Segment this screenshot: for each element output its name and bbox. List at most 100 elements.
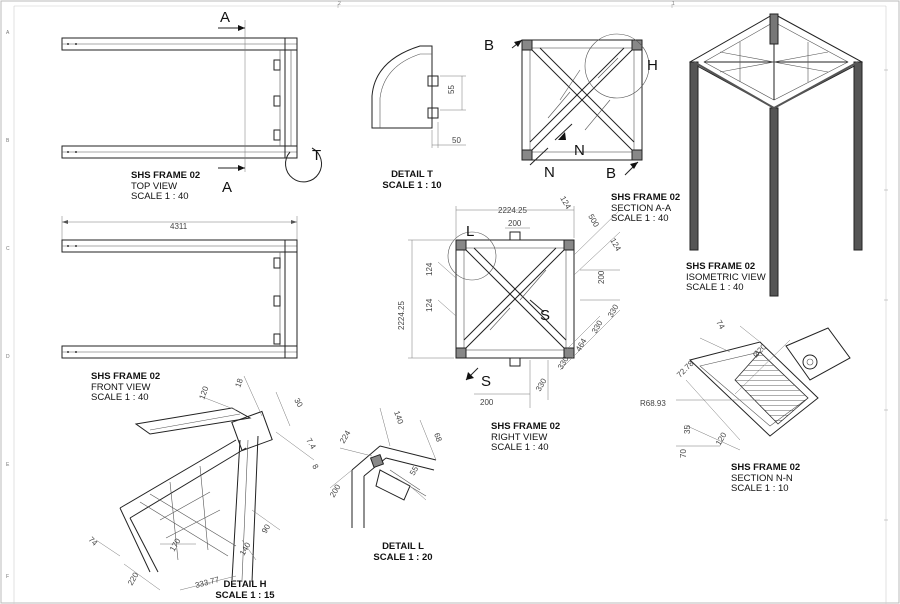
nn-dim-120: 120 (714, 430, 729, 447)
detail-h-dim-140: 140 (238, 540, 253, 557)
zone-1: 1 (672, 1, 675, 7)
nn-dim-70: 70 (679, 449, 688, 458)
detail-l-title: DETAIL L (382, 541, 424, 552)
zone-b: B (6, 138, 10, 144)
section-nn-caption: SHS FRAME 02 SECTION N-N SCALE 1 : 10 (731, 462, 801, 495)
right-dim-200-top: 200 (508, 219, 522, 228)
zone-2: 2 (338, 1, 341, 7)
detail-h-dim-8: 8 (310, 463, 320, 472)
section-aa-drawing (511, 33, 650, 176)
right-dim-464: 464 (574, 336, 589, 353)
top-view-scale: SCALE 1 : 40 (131, 191, 189, 202)
zone-a: A (6, 30, 10, 36)
section-nn-drawing (676, 325, 851, 451)
detail-h-dim-170: 170 (168, 536, 183, 553)
right-dim-200-side: 200 (597, 270, 606, 284)
right-dim-124-d: 124 (608, 237, 623, 254)
right-view-scale: SCALE 1 : 40 (491, 442, 549, 453)
detail-h-dim-18: 18 (233, 377, 245, 389)
nn-dim-72-78: 72.78 (675, 359, 696, 380)
detail-h-title: DETAIL H (223, 579, 267, 590)
right-view-height-dim: 2224.25 (397, 301, 406, 330)
front-view-drawing (61, 216, 298, 359)
detail-l-dim-200: 200 (328, 482, 343, 499)
detail-h-callout: H (647, 57, 658, 74)
detail-l-dim-140: 140 (392, 410, 405, 426)
section-s-label-right: S (540, 307, 550, 324)
zone-ticks (337, 4, 888, 521)
front-view-caption: SHS FRAME 02 FRONT VIEW SCALE 1 : 40 (91, 371, 161, 404)
top-view-title: SHS FRAME 02 (131, 170, 201, 181)
right-dim-124-b: 124 (425, 262, 434, 276)
front-view-scale: SCALE 1 : 40 (91, 392, 149, 403)
detail-t-scale: SCALE 1 : 10 (382, 179, 442, 191)
right-dim-330-b: 330 (590, 318, 605, 335)
section-aa-name: SECTION A-A (611, 202, 672, 214)
section-s-label-left: S (481, 373, 491, 390)
nn-dim-r68-93: R68.93 (640, 399, 666, 408)
section-nn-name: SECTION N-N (731, 472, 793, 484)
section-a-label-bottom: A (222, 179, 232, 196)
detail-h-dim-7-4: 7.4 (304, 437, 318, 452)
section-n-label-right: N (574, 142, 585, 159)
right-dim-500: 500 (586, 213, 601, 230)
right-dim-124-c: 124 (425, 298, 434, 312)
right-dim-200-bottom: 200 (480, 398, 494, 407)
section-aa-caption: SHS FRAME 02 SECTION A-A SCALE 1 : 40 (611, 192, 681, 225)
detail-h-caption: DETAIL H SCALE 1 : 15 (210, 579, 280, 601)
detail-h-dim-74: 74 (87, 535, 100, 548)
front-view-name: FRONT VIEW (91, 381, 151, 393)
right-view-width-dim: 2224.25 (498, 206, 527, 215)
nn-dim-dia-20: Ø20 (751, 342, 768, 359)
front-view-title: SHS FRAME 02 (91, 371, 161, 382)
section-b-label-left: B (484, 37, 494, 54)
detail-t-dim-55: 55 (447, 85, 456, 94)
top-view-caption: SHS FRAME 02 TOP VIEW SCALE 1 : 40 (131, 170, 201, 203)
right-view-drawing (408, 206, 621, 408)
section-a-label-top: A (220, 9, 230, 26)
isometric-drawing (688, 13, 864, 297)
nn-dim-35: 35 (683, 425, 692, 434)
section-nn-title: SHS FRAME 02 (731, 462, 801, 473)
nn-dim-74: 74 (714, 319, 727, 332)
detail-h-scale: SCALE 1 : 15 (215, 589, 275, 601)
section-nn-scale: SCALE 1 : 10 (731, 483, 789, 494)
detail-l-drawing (329, 407, 437, 528)
zone-e: E (6, 462, 10, 468)
detail-l-dim-68: 68 (432, 432, 444, 444)
section-aa-title: SHS FRAME 02 (611, 192, 681, 203)
right-dim-330-a: 330 (606, 302, 621, 319)
zone-f: F (6, 574, 9, 580)
section-b-label-right: B (606, 165, 616, 182)
detail-l-callout: L (466, 223, 474, 240)
section-n-label-left: N (544, 164, 555, 181)
detail-t-caption: DETAIL T SCALE 1 : 10 (379, 169, 445, 191)
zone-c: C (6, 246, 10, 252)
front-length-dim: 4311 (170, 222, 188, 231)
right-dim-124-a: 124 (558, 195, 573, 212)
detail-t-title: DETAIL T (391, 169, 433, 180)
top-view-name: TOP VIEW (131, 180, 178, 192)
detail-t-dim-50: 50 (452, 136, 461, 145)
detail-t-drawing (371, 45, 466, 148)
section-aa-scale: SCALE 1 : 40 (611, 213, 669, 224)
detail-l-scale: SCALE 1 : 20 (373, 551, 433, 563)
zone-markers-left: A B C D E F (6, 30, 10, 580)
isometric-title: SHS FRAME 02 (686, 261, 756, 272)
detail-h-dim-120: 120 (197, 385, 210, 401)
isometric-name: ISOMETRIC VIEW (686, 271, 766, 283)
top-view-drawing (61, 20, 322, 183)
detail-h-drawing (95, 375, 315, 591)
detail-h-dim-220: 220 (126, 570, 141, 587)
right-view-caption: SHS FRAME 02 RIGHT VIEW SCALE 1 : 40 (491, 421, 561, 454)
zone-markers-top: 2 1 (338, 1, 675, 7)
zone-d: D (6, 354, 10, 360)
detail-l-caption: DETAIL L SCALE 1 : 20 (370, 541, 436, 563)
right-view-title: SHS FRAME 02 (491, 421, 561, 432)
isometric-scale: SCALE 1 : 40 (686, 282, 744, 293)
detail-l-dim-224: 224 (338, 428, 353, 445)
right-dim-330-d: 330 (534, 376, 549, 393)
detail-h-dim-30: 30 (292, 397, 305, 410)
